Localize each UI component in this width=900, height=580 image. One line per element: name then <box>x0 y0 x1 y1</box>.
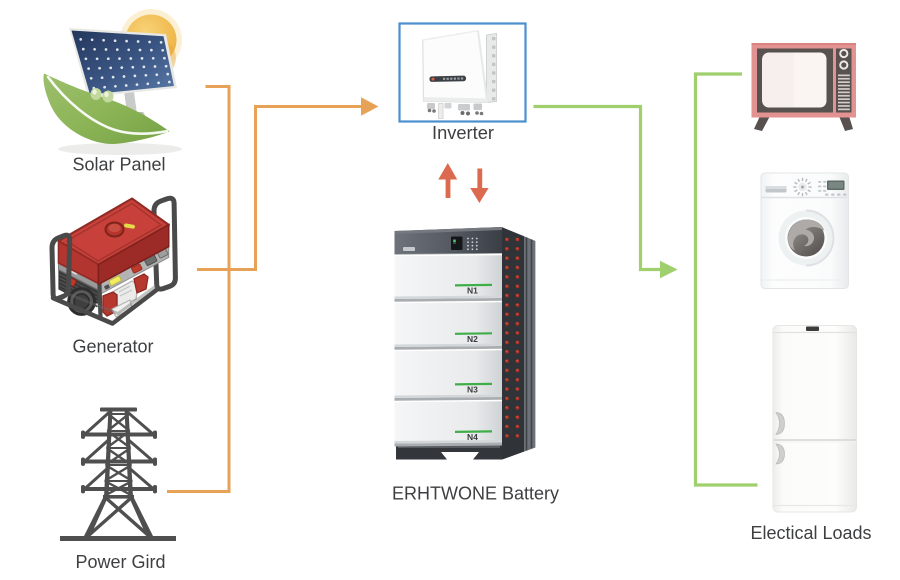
svg-text:N2: N2 <box>467 334 478 344</box>
svg-text:N1: N1 <box>467 286 478 296</box>
svg-text:N4: N4 <box>467 432 478 442</box>
svg-text:N3: N3 <box>467 385 478 395</box>
svg-text:ERHTWONE Battery: ERHTWONE Battery <box>392 484 559 504</box>
svg-text:Generator: Generator <box>72 337 153 357</box>
svg-text:Power Gird: Power Gird <box>75 552 165 572</box>
svg-text:Solar Panel: Solar Panel <box>72 155 165 175</box>
svg-text:Electical Loads: Electical Loads <box>750 523 871 543</box>
svg-text:Inverter: Inverter <box>432 122 494 143</box>
